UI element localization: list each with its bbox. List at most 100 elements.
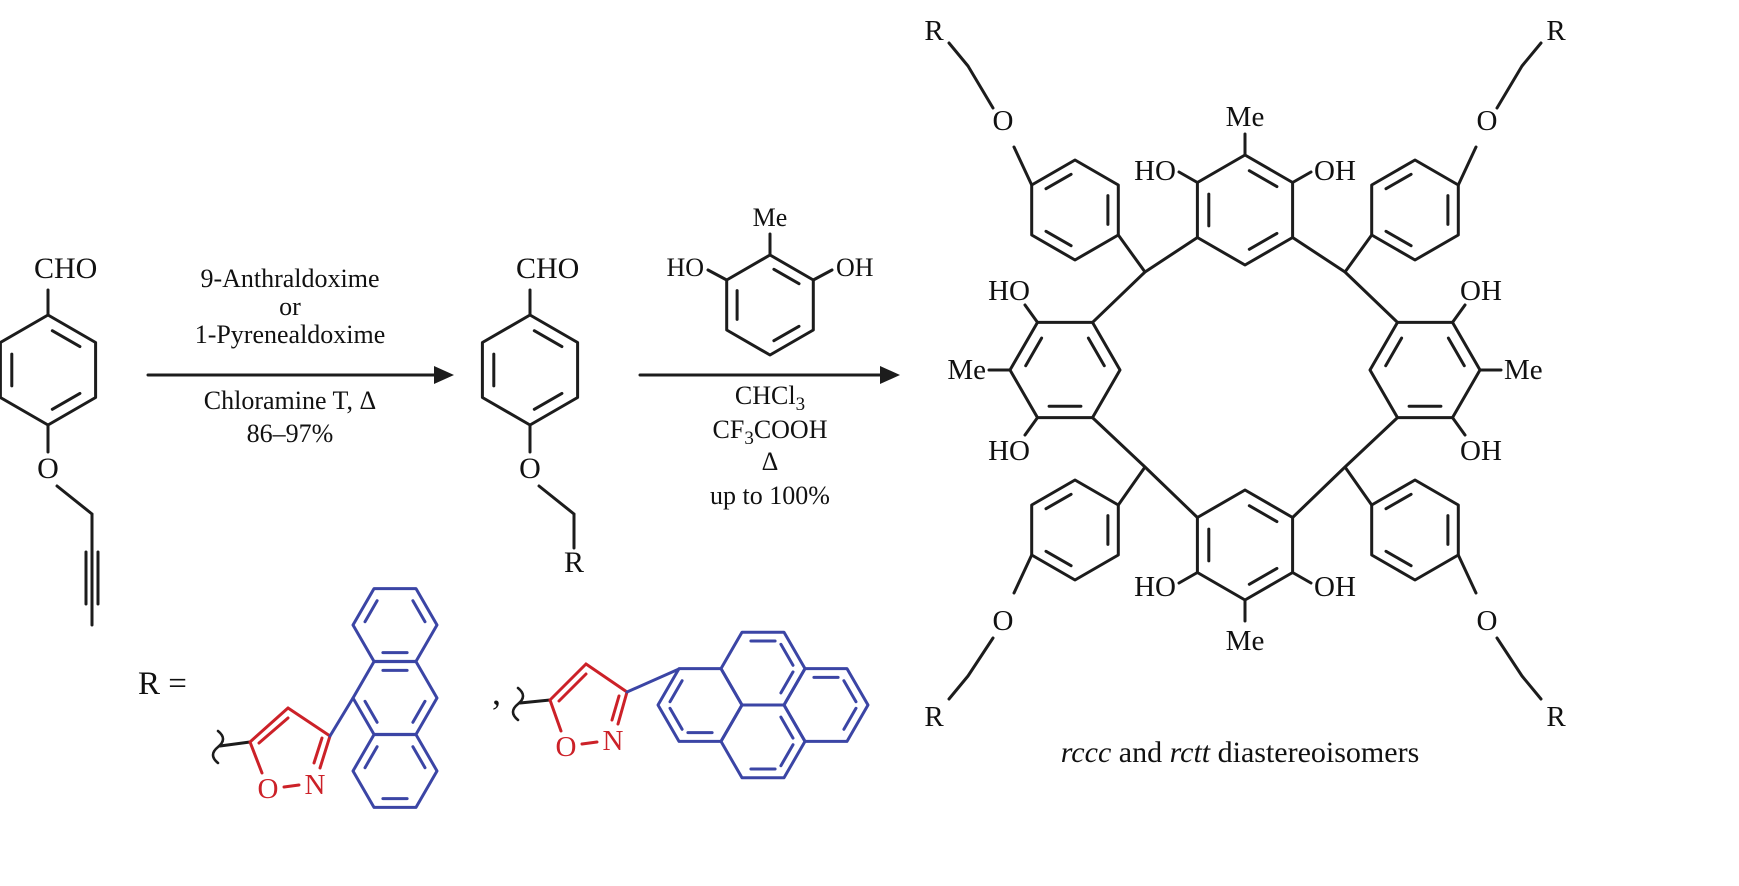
double-bond-inner-line xyxy=(1044,229,1073,248)
hydroxyl-label: HO xyxy=(988,435,1030,467)
ring-outline xyxy=(1368,320,1482,420)
ring-outline xyxy=(1195,488,1295,602)
ring-outline xyxy=(719,703,807,780)
acid-subscript: 3 xyxy=(744,428,754,449)
double-bond-inner-line xyxy=(668,706,684,731)
double-bond-inner-line xyxy=(1044,172,1073,191)
double-bond-inner-line xyxy=(1247,169,1279,189)
reaction-arrow-1 xyxy=(146,366,454,384)
intermediate-bonds xyxy=(528,288,576,550)
benzene-ring xyxy=(782,667,870,743)
hydroxyl-label: HO xyxy=(666,253,704,282)
macrocycle-bonds xyxy=(947,41,1543,701)
cho-label: CHO xyxy=(516,252,579,285)
r-substituent-label: R xyxy=(564,546,584,579)
benzene-ring xyxy=(719,630,807,707)
caption-and: and xyxy=(1111,736,1169,769)
isoxazole-ring-2 xyxy=(548,662,629,746)
benzene-ring xyxy=(1030,158,1120,262)
benzene-ring xyxy=(656,667,744,743)
benzene-ring xyxy=(0,313,98,427)
isoxazole-nitrogen-label: N xyxy=(305,769,326,801)
double-bond-inner-line xyxy=(1247,504,1279,524)
hydroxyl-label: OH xyxy=(1314,571,1356,603)
step1-reagent-line1: 9-Anthraldoxime xyxy=(200,264,379,293)
step2-solvent: CHCl3 xyxy=(735,381,805,415)
step1-conditions: Chloramine T, Δ xyxy=(204,386,376,415)
ring-outline xyxy=(1030,478,1120,582)
r-substituent-label: R xyxy=(924,15,944,47)
double-bond-inner-line xyxy=(532,391,564,411)
double-bond-inner-line xyxy=(1384,229,1413,248)
r-substituent-label: R xyxy=(1546,701,1566,733)
double-bond-inner-line xyxy=(1044,549,1073,568)
separator-comma: , xyxy=(492,672,501,712)
aromatic-rings xyxy=(0,153,1482,809)
r-substituent-label: R xyxy=(1546,15,1566,47)
double-bond-inner-line xyxy=(779,642,795,667)
double-bond-inner-line xyxy=(1384,336,1404,368)
ring-outline xyxy=(1008,320,1122,420)
double-bond-inner-line xyxy=(772,324,801,343)
double-bond-inner-line xyxy=(532,329,564,349)
ether-oxygen-label: O xyxy=(37,452,59,485)
double-bond-inner-line xyxy=(1247,566,1279,586)
double-bond-inner-line xyxy=(411,745,427,770)
double-bond-inner-line xyxy=(1247,231,1279,251)
arrowhead-icon xyxy=(434,366,454,384)
step2-delta: Δ xyxy=(762,447,779,476)
ring-outline xyxy=(1370,158,1460,262)
benzene-ring xyxy=(1030,478,1120,582)
ring-outline xyxy=(0,313,98,427)
caption-rctt: rctt xyxy=(1170,736,1211,769)
ring-outline xyxy=(351,660,439,736)
isoxazole-oxygen-label: O xyxy=(258,773,279,805)
wavy-attachment-icon xyxy=(511,686,525,722)
double-bond-inner-line xyxy=(1384,492,1413,511)
double-bond-inner-line xyxy=(50,391,82,411)
benzene-ring xyxy=(1008,320,1122,420)
bonds-layer xyxy=(46,41,1543,789)
ring-outline xyxy=(719,630,807,707)
hydroxyl-label: OH xyxy=(1460,435,1502,467)
ring-outline xyxy=(1370,478,1460,582)
double-bond-inner-line xyxy=(363,599,379,624)
double-bond-inner-line xyxy=(668,679,684,704)
benzene-ring xyxy=(1368,320,1482,420)
ring-outline xyxy=(351,733,439,809)
diastereoisomer-caption: rccc and rctt diastereoisomers xyxy=(1061,736,1420,769)
hydroxyl-label: OH xyxy=(1460,275,1502,307)
benzene-ring xyxy=(351,587,439,663)
double-bond-inner-line xyxy=(772,267,801,286)
double-bond-inner-line xyxy=(842,706,858,731)
double-bond-inner-line xyxy=(1044,492,1073,511)
double-bond-inner-line xyxy=(779,715,795,740)
double-bond-inner-line xyxy=(363,745,379,770)
r-substituent-label: R xyxy=(924,701,944,733)
methyl-label: Me xyxy=(947,354,986,386)
isoxazole-ring-1 xyxy=(248,706,332,789)
benzene-ring xyxy=(480,313,580,427)
ether-oxygen-label: O xyxy=(993,605,1014,637)
step1-reagent-line3: 1-Pyrenealdoxime xyxy=(195,320,386,349)
arrowhead-icon xyxy=(880,366,900,384)
benzene-ring xyxy=(1195,488,1295,602)
methyl-label: Me xyxy=(753,203,788,232)
ring-outline xyxy=(656,667,744,743)
benzene-ring xyxy=(1195,153,1295,267)
reactant-bonds xyxy=(46,288,100,627)
isoxazole-oxygen-label: O xyxy=(556,731,577,763)
solvent-main: CHCl xyxy=(735,381,796,410)
hydroxyl-label: HO xyxy=(988,275,1030,307)
ring-outline xyxy=(1195,153,1295,267)
double-bond-inner-line xyxy=(779,670,795,695)
double-bond-inner-line xyxy=(411,599,427,624)
step1-reagent-line2: or xyxy=(279,292,301,321)
ether-oxygen-label: O xyxy=(519,452,541,485)
double-bond-inner-line xyxy=(1384,172,1413,191)
r-definition-label: R = xyxy=(138,666,187,702)
reagent-bonds xyxy=(706,232,834,282)
isoxazole-nitrogen-label: N xyxy=(603,725,624,757)
benzene-ring xyxy=(1370,158,1460,262)
